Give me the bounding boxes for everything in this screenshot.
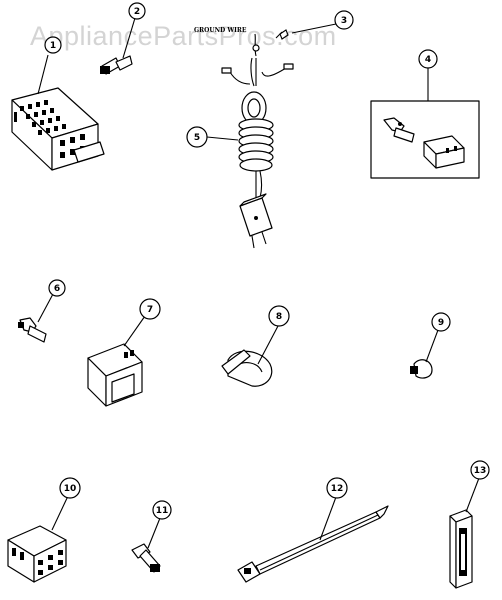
svg-text:13: 13 <box>474 466 487 476</box>
part-10-housing <box>7 525 67 583</box>
part-9-clip <box>410 359 433 379</box>
callout-4: 4 <box>418 49 438 69</box>
svg-text:4: 4 <box>425 55 431 65</box>
ground-wire-ring <box>252 44 260 52</box>
callout-3: 3 <box>334 10 354 30</box>
leader-1 <box>37 54 49 95</box>
part-4-terminal <box>383 117 415 143</box>
leader-3 <box>291 23 337 34</box>
svg-text:3: 3 <box>341 16 347 26</box>
svg-text:10: 10 <box>64 484 77 494</box>
svg-text:7: 7 <box>147 305 153 315</box>
svg-text:11: 11 <box>156 506 169 516</box>
leader-7 <box>123 315 146 347</box>
leader-8 <box>257 325 279 365</box>
callout-12: 12 <box>326 477 348 499</box>
leader-13 <box>465 477 480 513</box>
part-1-terminal-block <box>11 87 105 171</box>
part-2-clip <box>100 55 133 75</box>
svg-text:1: 1 <box>50 41 56 51</box>
ground-wire-pointer <box>254 33 257 57</box>
part-11-terminal <box>131 543 161 573</box>
ground-wire-label: GROUND WIRE <box>194 27 247 34</box>
part-8-clip <box>221 349 273 387</box>
callout-1: 1 <box>44 36 62 54</box>
callout-13: 13 <box>470 460 490 480</box>
leader-9 <box>425 329 439 363</box>
callout-9: 9 <box>431 312 451 332</box>
callout-6: 6 <box>48 279 66 297</box>
svg-text:8: 8 <box>276 312 282 322</box>
leader-5 <box>206 136 239 141</box>
callout-8: 8 <box>268 305 290 327</box>
leader-6 <box>37 293 54 323</box>
callout-2: 2 <box>128 2 146 20</box>
part-7-housing <box>87 343 143 407</box>
callout-5: 5 <box>186 126 208 148</box>
part-12-cable-tie <box>237 505 389 583</box>
leader-10 <box>51 495 69 531</box>
svg-text:12: 12 <box>331 484 344 494</box>
callout-10: 10 <box>59 477 81 499</box>
part-6-terminal <box>18 317 47 343</box>
svg-text:9: 9 <box>438 318 444 328</box>
part-4-kit-box <box>370 100 480 179</box>
svg-text:2: 2 <box>134 7 140 17</box>
callout-7: 7 <box>139 298 161 320</box>
part-5-power-cord <box>221 57 294 249</box>
leader-11 <box>147 517 161 549</box>
svg-text:5: 5 <box>194 133 200 143</box>
part-4-housing <box>423 135 465 169</box>
callout-11: 11 <box>152 500 172 520</box>
leader-12 <box>319 496 337 541</box>
svg-text:6: 6 <box>54 284 60 294</box>
part-13-bracket <box>449 509 473 589</box>
part-3-screw <box>275 29 289 40</box>
watermark-text: AppliancePartsPros.com <box>30 21 337 51</box>
leader-2 <box>122 17 136 59</box>
